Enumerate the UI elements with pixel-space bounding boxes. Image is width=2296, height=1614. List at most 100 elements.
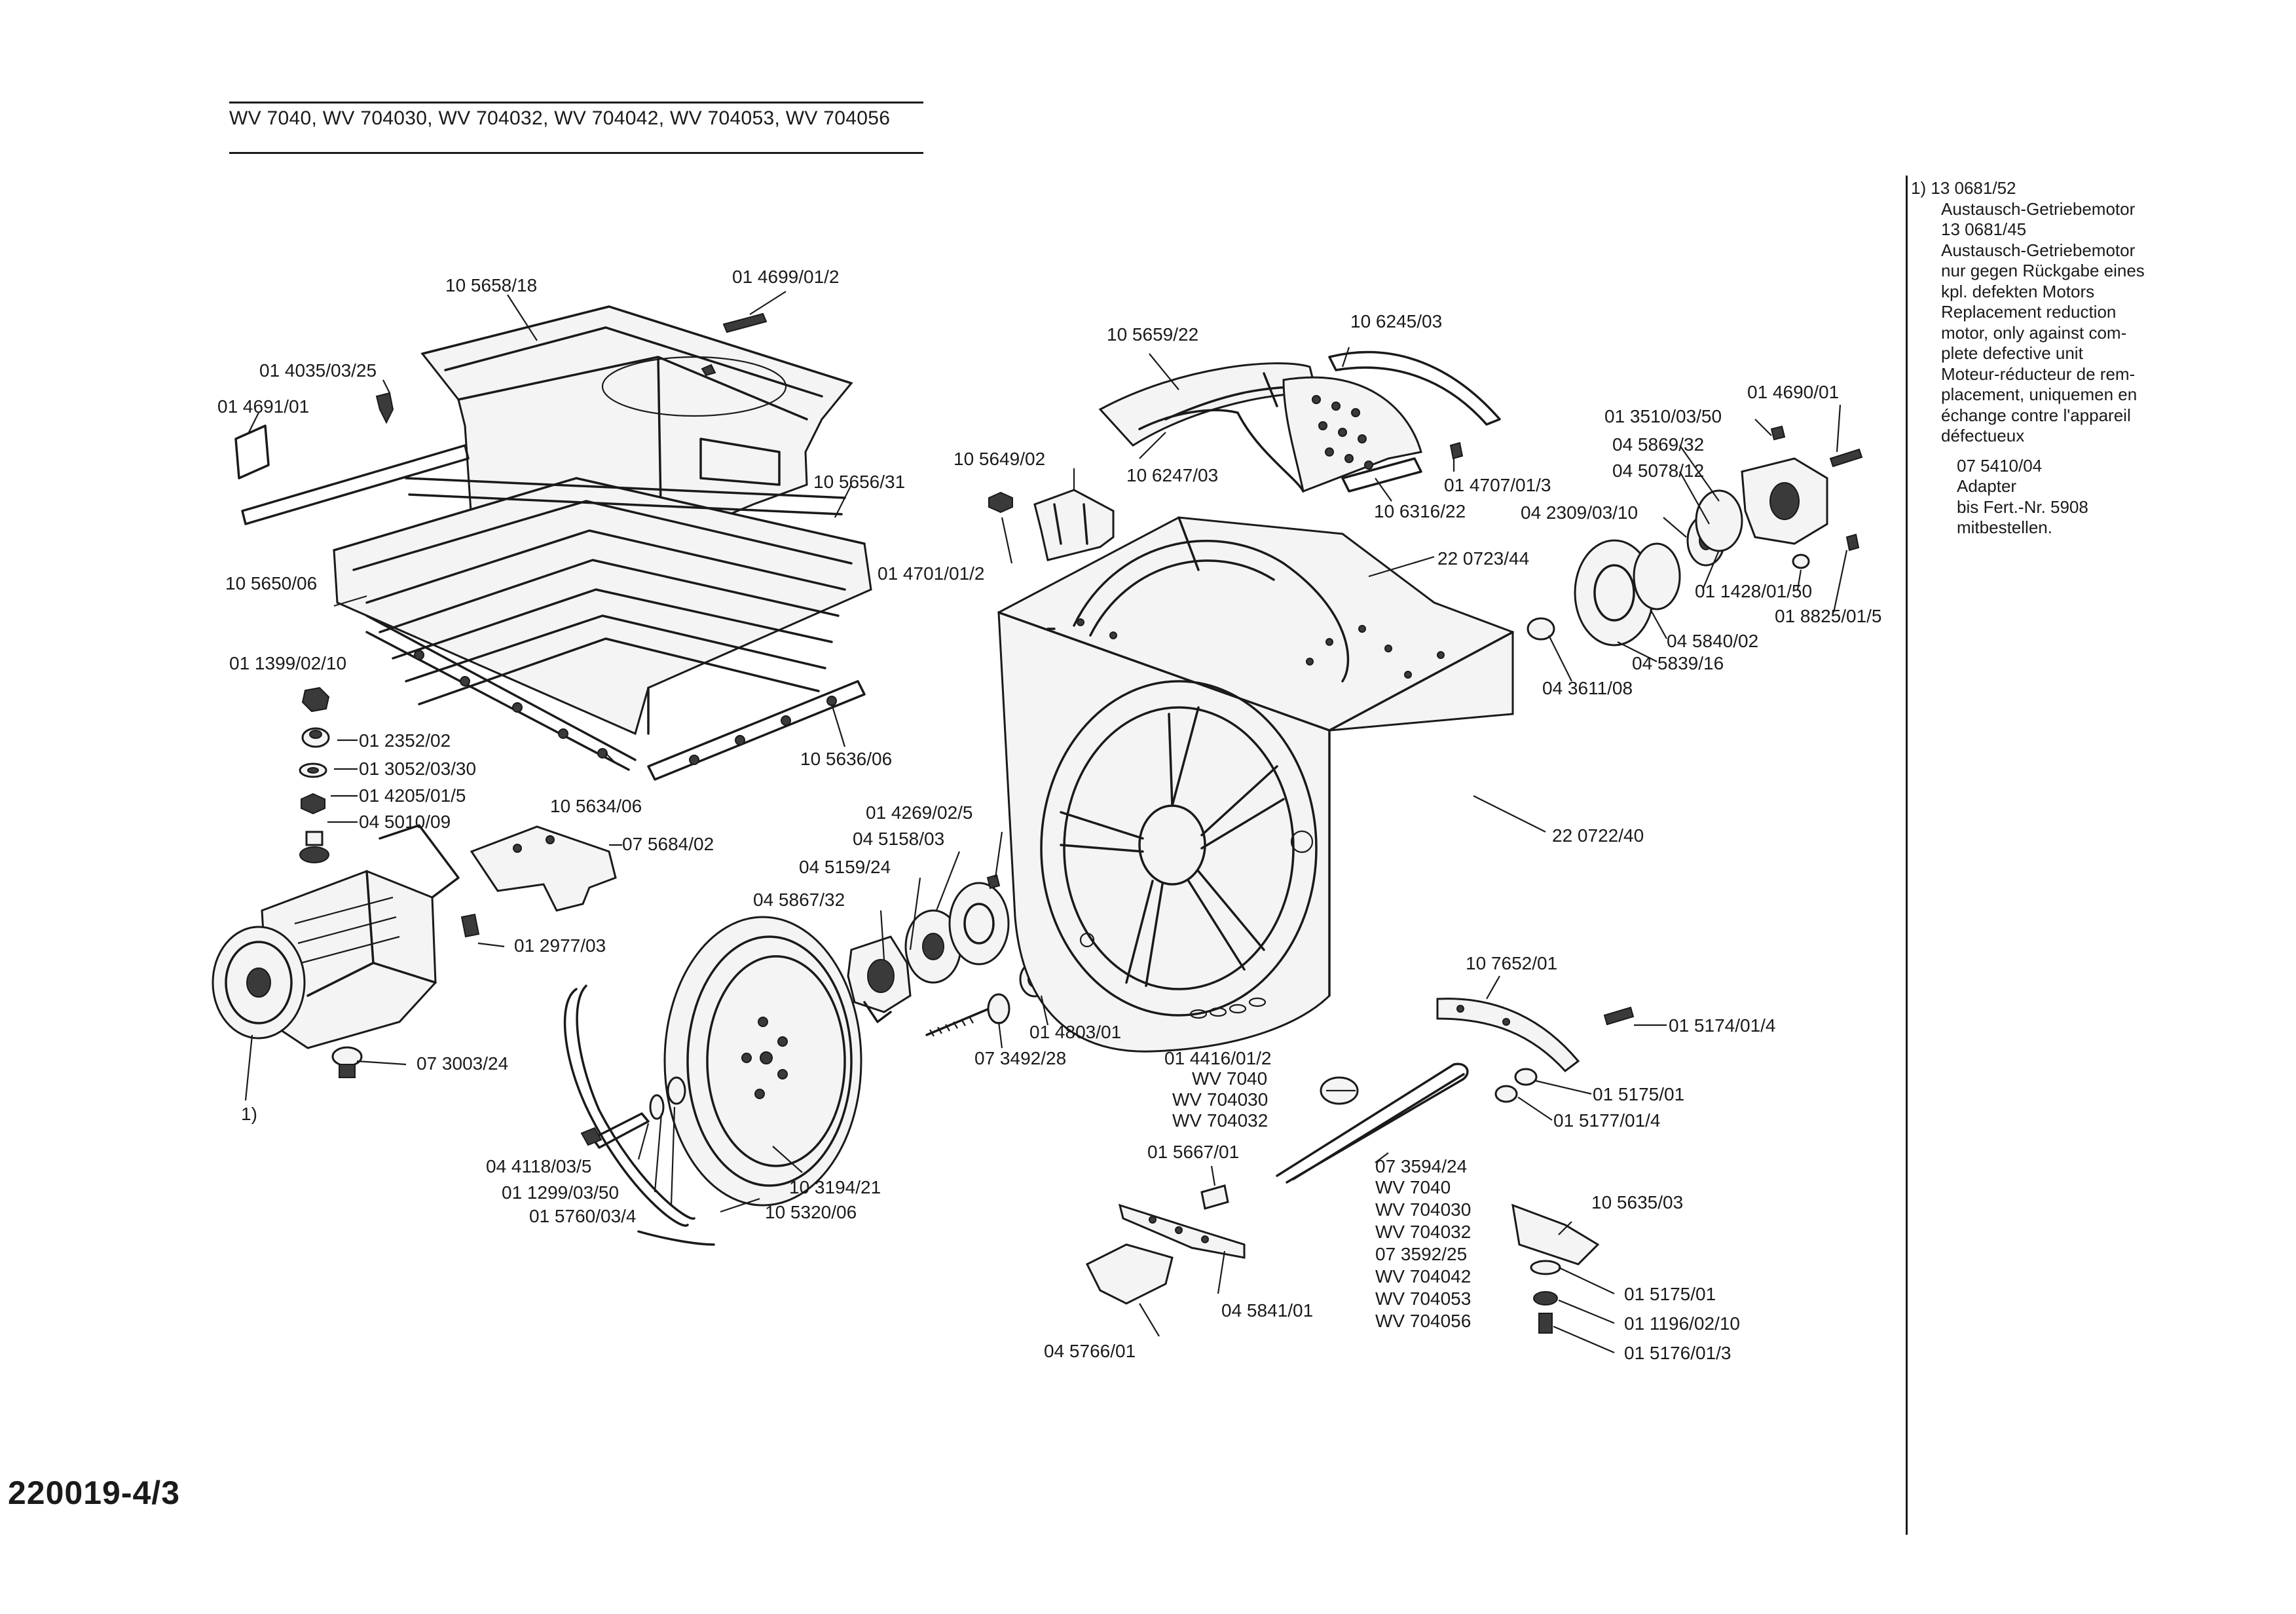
part-label: 01 4416/01/2 — [1164, 1048, 1272, 1068]
part-label: 01 8825/01/5 — [1775, 606, 1882, 626]
part-label: 01 5175/01 — [1624, 1284, 1716, 1304]
part-label: 04 5841/01 — [1221, 1300, 1313, 1321]
note-line: kpl. defekten Motors — [1941, 281, 2095, 301]
note-line: Austausch-Getriebemotor — [1941, 198, 2136, 219]
document-number: 220019-4/3 — [8, 1474, 181, 1511]
part-label: 10 5634/06 — [550, 796, 642, 816]
part-label: 01 4691/01 — [217, 396, 309, 417]
part-label: 10 5649/02 — [954, 449, 1045, 469]
part-label: 04 5766/01 — [1044, 1341, 1136, 1361]
note-line: échange contre l'appareil — [1941, 405, 2131, 425]
part-label: 01 4205/01/5 — [359, 785, 466, 806]
part-label: 10 6245/03 — [1350, 311, 1442, 331]
part-label: WV 704030 — [1375, 1199, 1471, 1220]
note-text: 13 0681/52 — [1931, 178, 2016, 198]
right-bearing-cluster — [1527, 425, 1863, 647]
part-label: 01 4707/01/3 — [1444, 475, 1551, 495]
note-line: Austausch-Getriebemotor — [1941, 240, 2136, 260]
part-label: 10 6247/03 — [1126, 465, 1218, 485]
part-label: 04 5010/09 — [359, 812, 451, 832]
part-label: 10 6316/22 — [1374, 501, 1466, 521]
leader-lines — [244, 291, 1848, 1354]
part-label: 01 4803/01 — [1029, 1022, 1121, 1042]
part-label: 07 3003/24 — [417, 1053, 508, 1074]
part-label: 10 5636/06 — [800, 749, 892, 769]
note-line: défectueux — [1941, 426, 2025, 445]
part-label: 01 5760/03/4 — [529, 1206, 637, 1226]
front-rail — [234, 312, 768, 525]
part-label: 01 5667/01 — [1147, 1142, 1239, 1162]
part-label: 01 2977/03 — [514, 935, 606, 956]
note-line: plete defective unit — [1941, 343, 2083, 363]
part-label: 01 4269/02/5 — [866, 802, 973, 823]
note-line: motor, only against com- — [1941, 322, 2127, 343]
part-label: WV 704056 — [1375, 1311, 1471, 1331]
bracket-10-5649 — [988, 489, 1115, 561]
strap-and-bolts-right — [1436, 998, 1635, 1103]
part-label: 10 3194/21 — [789, 1177, 881, 1197]
motor-assembly — [212, 824, 480, 1078]
part-label: WV 704030 — [1172, 1089, 1268, 1110]
part-label: 10 5650/06 — [225, 573, 317, 593]
part-label: 1) — [241, 1104, 257, 1124]
part-label: 10 5658/18 — [445, 275, 537, 295]
part-label: 10 5635/03 — [1591, 1192, 1683, 1212]
note-line: placement, uniquemen en — [1941, 385, 2138, 404]
footnote-marker: 1) — [1911, 178, 1927, 198]
part-label: WV 704053 — [1375, 1288, 1471, 1309]
part-label: 10 5320/06 — [765, 1202, 857, 1222]
part-label: 01 1428/01/50 — [1695, 581, 1812, 601]
drum-pulley — [663, 916, 862, 1207]
part-labels: 10 5658/18 01 4699/01/2 01 4035/03/25 01… — [217, 267, 1882, 1363]
part-label: 01 5175/01 — [1593, 1084, 1684, 1104]
adapter-line: Adapter — [1957, 476, 2017, 496]
part-label: 04 3611/08 — [1542, 678, 1633, 698]
part-label: 01 1299/03/50 — [502, 1182, 619, 1203]
drum-cover-segments — [1098, 350, 1501, 493]
hardware-stack-left — [299, 686, 330, 863]
part-label: 10 5659/22 — [1107, 324, 1198, 345]
part-label: 04 5867/32 — [753, 890, 845, 910]
part-label: 22 0722/40 — [1552, 825, 1644, 846]
part-label: 04 5869/32 — [1612, 434, 1704, 455]
part-label: 04 5840/02 — [1667, 631, 1758, 651]
adapter-line: bis Fert.-Nr. 5908 — [1957, 497, 2088, 517]
part-label: WV 704032 — [1375, 1222, 1471, 1242]
part-label: WV 7040 — [1192, 1068, 1267, 1089]
header-rule-top — [229, 102, 923, 103]
part-label: 01 2352/02 — [359, 730, 451, 751]
part-label: 01 3052/03/30 — [359, 759, 476, 779]
drum-housing — [997, 516, 1514, 1053]
drive-belt — [563, 985, 715, 1246]
part-label: 04 4118/03/5 — [486, 1156, 591, 1176]
note-line: 13 0681/45 — [1941, 219, 2027, 239]
part-label: 10 5656/31 — [813, 472, 905, 492]
part-label: 07 5684/02 — [622, 834, 714, 854]
part-label: 04 5158/03 — [853, 829, 944, 849]
part-label: 07 3592/25 — [1375, 1244, 1467, 1264]
part-label: WV 704042 — [1375, 1266, 1471, 1286]
motor-bracket — [470, 825, 617, 912]
part-label: 01 4690/01 — [1747, 382, 1839, 402]
part-label: 04 5839/16 — [1632, 653, 1724, 673]
part-label: 01 5174/01/4 — [1669, 1015, 1776, 1036]
note-line: Replacement reduction — [1941, 302, 2117, 322]
part-label: WV 704032 — [1172, 1110, 1268, 1131]
notes-divider — [1906, 176, 1908, 1535]
part-label: 10 7652/01 — [1466, 953, 1557, 973]
note-line: Moteur-réducteur de rem- — [1941, 364, 2136, 384]
part-label: 01 4699/01/2 — [732, 267, 840, 287]
bottom-plates — [365, 614, 866, 781]
part-label: 04 5078/12 — [1612, 460, 1704, 481]
part-label: 04 5159/24 — [799, 857, 891, 877]
part-label: 01 1196/02/10 — [1624, 1313, 1740, 1334]
bottom-right-clamp — [1511, 1203, 1600, 1334]
part-label: 01 4035/03/25 — [259, 360, 377, 381]
drum-hub-parts — [847, 874, 1050, 1037]
header-rule-bottom — [229, 152, 923, 154]
part-label: WV 7040 — [1375, 1177, 1451, 1197]
footnote-panel: 1) 13 0681/52 Austausch-Getriebemotor 13… — [1911, 178, 2145, 538]
note-line: nur gegen Rückgabe eines — [1941, 261, 2145, 280]
note-line: 1) 13 0681/52 — [1911, 178, 2145, 199]
